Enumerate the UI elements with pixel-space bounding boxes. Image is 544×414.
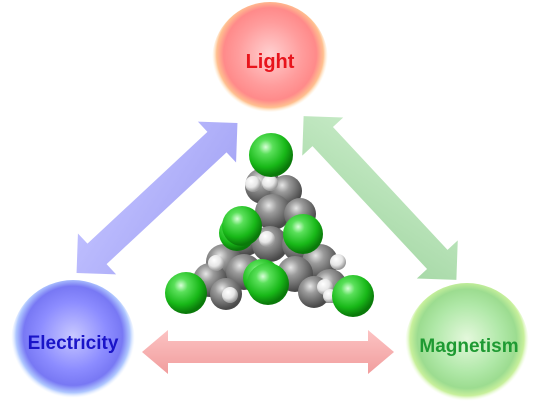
molecule-model <box>165 133 374 317</box>
node-light-circle <box>212 2 328 118</box>
node-magnetism: Magnetism <box>405 283 529 407</box>
hydrogen-atom <box>330 254 346 270</box>
arrow-light-electricity <box>76 121 238 275</box>
node-electricity-circle <box>11 280 135 404</box>
hydrogen-atom <box>245 176 261 192</box>
chlorine-atom <box>332 275 374 317</box>
node-light-label: Light <box>246 51 295 73</box>
arrow-electricity-magnetism <box>142 330 394 374</box>
hydrogen-atom <box>222 287 238 303</box>
hydrogen-atom <box>208 255 224 271</box>
arrow-light-magnetism <box>302 116 458 280</box>
chlorine-atom <box>247 263 289 305</box>
node-magnetism-label: Magnetism <box>419 336 518 357</box>
node-magnetism-circle <box>405 283 529 407</box>
hydrogen-atom <box>259 231 275 247</box>
chlorine-atom <box>283 214 323 254</box>
chlorine-atom <box>165 272 207 314</box>
node-light: Light <box>212 2 328 118</box>
node-electricity-label: Electricity <box>28 333 119 354</box>
node-electricity: Electricity <box>11 280 135 404</box>
carbon-atom <box>255 194 291 230</box>
hydrogen-atom <box>262 175 278 191</box>
chlorine-atom <box>222 206 262 246</box>
chlorine-atom <box>249 133 293 177</box>
